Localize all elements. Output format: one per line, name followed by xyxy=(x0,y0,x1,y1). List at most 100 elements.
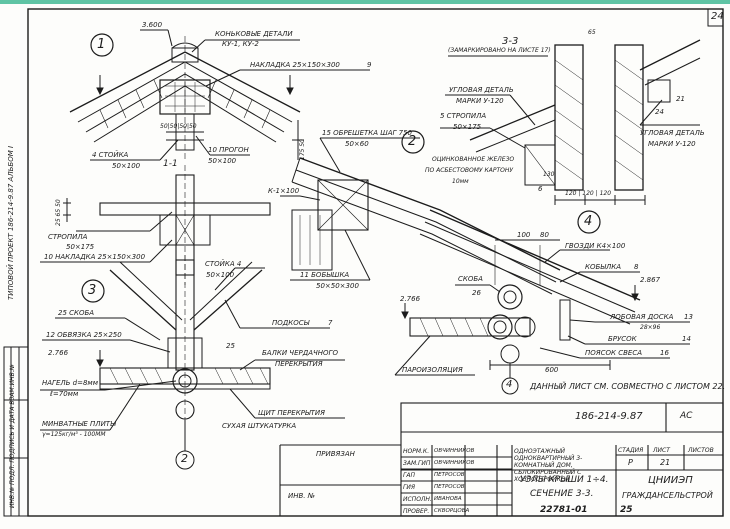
sheet-number: 24 xyxy=(711,11,724,22)
node2-steel: ОЦИНКОВАННОЕ ЖЕЛЕЗО xyxy=(432,156,515,163)
left-strip-stamp: ИНВ.№ ПОДЛ. ПОДПИСЬ И ДАТА ВЗАМ.ИНВ.№ xyxy=(9,364,16,508)
sheet-note: ДАННЫЙ ЛИСТ СМ. СОВМЕСТНО С ЛИСТОМ 22. xyxy=(530,382,726,391)
node2-batten: 15 ОБРЕШЕТКА ШАГ 750 xyxy=(322,129,413,137)
node2-bobyshka-size: 50×50×300 xyxy=(316,282,359,290)
section33-n21: 21 xyxy=(676,95,685,103)
tb-name-6: СКВОРЦОВА xyxy=(434,508,470,514)
node1-side-dims: 175 50 xyxy=(299,139,306,160)
section33-d130: 130 xyxy=(543,171,555,178)
node3-braces-pos: 7 xyxy=(328,319,333,327)
node2-bobyshka: 11 БОБЫШКА xyxy=(300,271,350,279)
tb-org-2: ГРАЖДАНСЕЛЬСТРОЙ xyxy=(622,491,713,500)
left-stamp-box xyxy=(3,346,29,517)
node4-d80: 80 xyxy=(540,231,549,239)
section33-dims-bottom: 120 | 120 | 120 xyxy=(565,190,612,197)
section11-rafter-size: 50×175 xyxy=(66,243,95,251)
sheet-frame xyxy=(27,8,724,517)
top-accent-bar xyxy=(0,0,730,4)
tb-sheet-tag: АС xyxy=(680,411,693,421)
section33-angle1: УГЛОВАЯ ДЕТАЛЬ xyxy=(449,86,514,94)
node4-fascia-pos: 13 xyxy=(684,313,693,321)
section11-title: 1-1 xyxy=(163,159,178,169)
node4-fascia: ЛОБОВАЯ ДОСКА xyxy=(610,313,674,321)
tb-sheets-h: ЛИСТОВ xyxy=(688,447,714,454)
section33-angle1-mark: МАРКИ У-120 xyxy=(456,97,504,105)
section33-n24: 24 xyxy=(655,108,664,116)
sheet-number-box xyxy=(707,8,724,27)
node4-bracket: СКОБА xyxy=(458,275,483,283)
tb-role-5: ИСПОЛН. xyxy=(403,496,432,503)
node3-shield: ЩИТ ПЕРЕКРЫТИЯ xyxy=(258,409,326,417)
node1-ridge-parts-marks: КУ-1, КУ-2 xyxy=(222,40,259,48)
node3-beam-joint xyxy=(40,255,345,470)
node4-mark-ref: 4 xyxy=(506,379,513,390)
node3-post-size: 50×100 xyxy=(206,271,235,279)
node3-braces: ПОДКОСЫ xyxy=(272,319,310,327)
tb-inv: ИНВ. № xyxy=(288,492,316,500)
tb-name-3: ПЕТРОСОВ xyxy=(434,472,465,478)
tb-sheet: 21 xyxy=(660,458,671,467)
node4-eaves-overhang xyxy=(394,209,690,395)
node1-marker xyxy=(90,33,114,57)
section11-plate: 10 НАКЛАДКА 25×150×300 xyxy=(44,253,146,261)
node4-fascia-size: 28×96 xyxy=(640,324,661,331)
node1-ridge xyxy=(69,29,370,161)
tb-role-3: ГАП xyxy=(403,472,415,479)
node4-belt: ПОЯСОК СВЕСА xyxy=(585,349,643,357)
node4-mark: 4 xyxy=(584,214,593,229)
section33-angle2-mark: МАРКИ У-120 xyxy=(648,140,696,148)
node4-cobylka: КОБЫЛКА xyxy=(585,263,622,271)
node3-bolt: НАГЕЛЬ d=8мм xyxy=(42,379,98,387)
node2-marker xyxy=(401,130,425,154)
node1-ridge-parts: КОНЬКОВЫЕ ДЕТАЛИ xyxy=(215,30,293,38)
section11-dims: 25 65 50 xyxy=(55,199,62,226)
node4-bar: БРУСОК xyxy=(608,335,637,343)
node4-level2: 2.766 xyxy=(400,295,421,303)
tb-name-5: ИВАНОВА xyxy=(434,496,462,502)
tb-archive: 22781-01 xyxy=(540,505,588,515)
node2-steel-thk: 10мм xyxy=(452,178,469,185)
tb-archive-sheet: 25 xyxy=(620,505,633,515)
node4-belt-pos: 16 xyxy=(660,349,669,357)
section33-note: (ЗАМАРКИРОВАНО НА ЛИСТЕ 17) xyxy=(448,47,551,54)
tb-sheet-desc-1: УЗЛЫ КРЫШИ 1÷4. xyxy=(520,475,609,485)
node4-insulation: ПАРОИЗОЛЯЦИЯ xyxy=(402,366,463,374)
tb-org-1: ЦНИИЭП xyxy=(648,475,693,486)
node3-beams: БАЛКИ ЧЕРДАЧНОГО xyxy=(262,349,338,357)
node4-d100: 100 xyxy=(517,231,531,239)
section11-rafter: СТРОПИЛА xyxy=(48,233,88,241)
node3-mark: 3 xyxy=(88,283,97,298)
node3-bolt-len: ℓ=70мм xyxy=(50,390,79,398)
node2-batten-size: 50×60 xyxy=(345,140,369,148)
tb-name-4: ПЕТРОСОВ xyxy=(434,484,465,490)
node3-slabs: МИНВАТНЫЕ ПЛИТЫ xyxy=(42,420,116,428)
node2-steel-on: ПО АСБЕСТОВОМУ КАРТОНУ xyxy=(425,167,514,174)
node4-d600: 600 xyxy=(545,366,559,374)
node1-crossbar: 10 ПРОГОН xyxy=(208,146,249,154)
node3-post: СТОЙКА 4 xyxy=(205,260,242,268)
section33-rafter-size: 50×175 xyxy=(453,123,482,131)
node1-plate-pos: 9 xyxy=(367,61,372,69)
section33-d65: 65 xyxy=(588,29,596,36)
node3-slabs-spec: γ=125кг/м³ - 100ММ xyxy=(42,431,106,438)
node3-marker xyxy=(81,279,105,303)
tb-role-1: НОРМ.К. xyxy=(403,448,430,455)
node3-level: 2.766 xyxy=(48,349,69,357)
tb-stage: Р xyxy=(628,458,633,467)
tb-stage-h: СТАДИЯ xyxy=(618,447,644,454)
node1-plate: НАКЛАДКА 25×150×300 xyxy=(250,61,340,69)
node1-dims: 50|50|50|50 xyxy=(160,123,197,130)
tb-name-1: ОВЧИННИКОВ xyxy=(434,448,475,454)
node4-bar-pos: 14 xyxy=(682,335,691,343)
node4-level: 2.867 xyxy=(640,276,661,284)
tb-sheet-desc-2: СЕЧЕНИЕ 3-3. xyxy=(530,489,594,499)
node4-marker xyxy=(577,210,601,234)
node4-nail: ГВОЗДИ К4×100 xyxy=(565,242,626,250)
section-3-3 xyxy=(440,39,701,205)
section-1-1 xyxy=(40,165,271,285)
node1-height: 3.600 xyxy=(142,21,163,29)
node1-post-size: 50×100 xyxy=(112,162,141,170)
tb-sheet-h: ЛИСТ xyxy=(653,447,670,454)
left-strip-project: ТИПОВОЙ ПРОЕКТ 186-214-9.87 АЛЬБОМ I xyxy=(7,145,15,300)
